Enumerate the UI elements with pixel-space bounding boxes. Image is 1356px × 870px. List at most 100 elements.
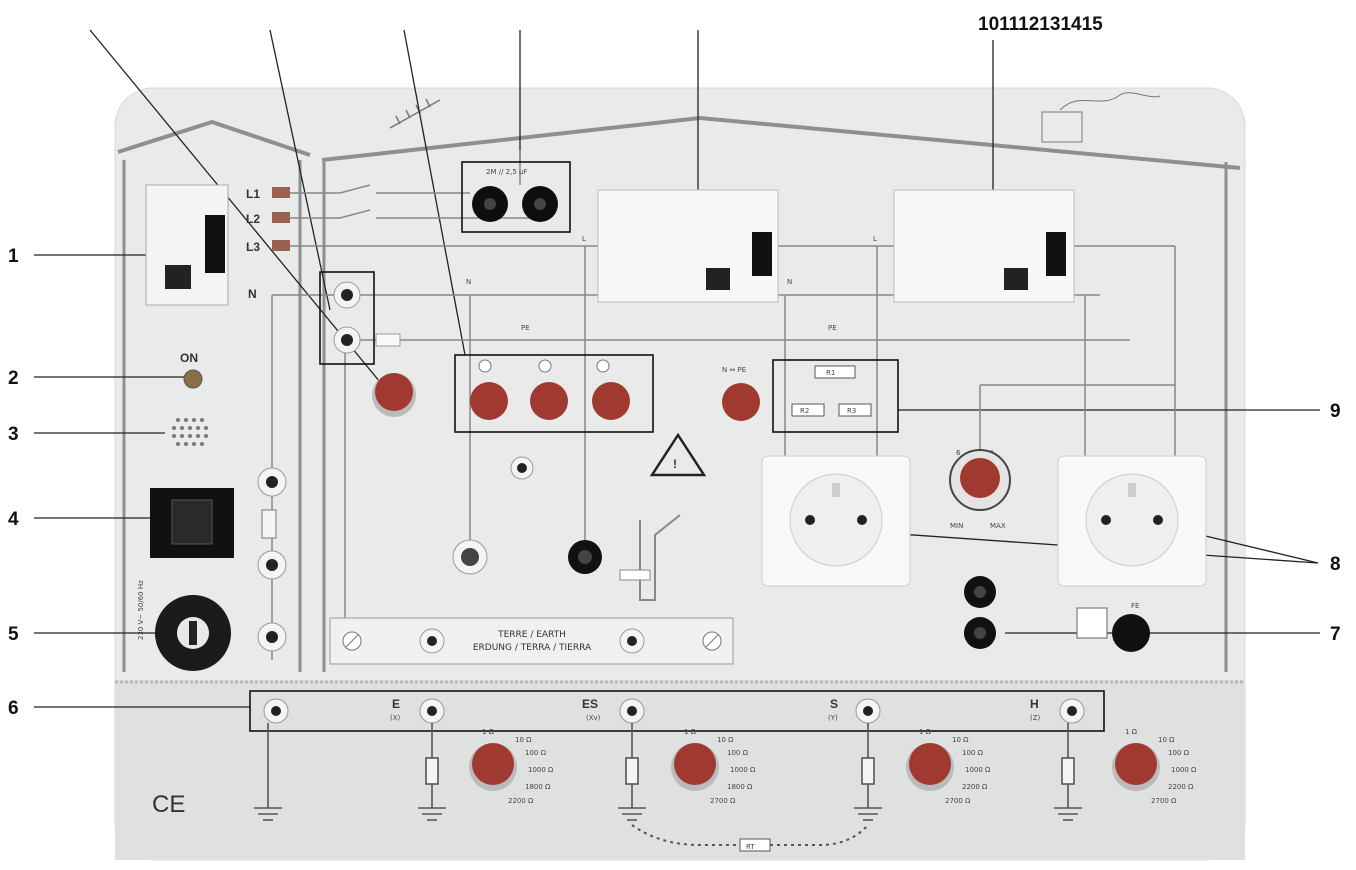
on-indicator-lamp bbox=[183, 369, 203, 389]
dial-1-v0: 1 Ω bbox=[482, 728, 495, 736]
neutral-label: N bbox=[248, 287, 257, 301]
dial-4-v3: 1000 Ω bbox=[1171, 766, 1197, 774]
rcd-2-switch[interactable] bbox=[1046, 232, 1066, 276]
rcd-1-test-button[interactable] bbox=[706, 268, 730, 290]
dial-2-knob[interactable] bbox=[674, 743, 716, 785]
main-breaker-test-button[interactable] bbox=[165, 265, 191, 289]
phase-plug-l3 bbox=[272, 240, 290, 251]
resistor-r1-label: R1 bbox=[826, 369, 835, 377]
pe-button-3[interactable] bbox=[592, 382, 630, 420]
terminal-box bbox=[249, 690, 1105, 732]
pe-button-2[interactable] bbox=[530, 382, 568, 420]
l-label-1: L bbox=[582, 235, 586, 243]
line-neutral-socket-box bbox=[319, 271, 375, 365]
resistor-r2-label: R2 bbox=[800, 407, 809, 415]
terminal-s-letter: S bbox=[830, 697, 838, 711]
dial-3-v5: 2700 Ω bbox=[945, 797, 971, 805]
callout-5: 5 bbox=[8, 624, 19, 645]
smoke-icon bbox=[1059, 92, 1161, 111]
dial-3-knob[interactable] bbox=[909, 743, 951, 785]
dial-3-v0: 1 Ω bbox=[919, 728, 932, 736]
on-label: ON bbox=[180, 351, 198, 365]
dial-1-v2: 100 Ω bbox=[525, 749, 547, 757]
loop-label: RT bbox=[746, 843, 755, 851]
key-icon bbox=[189, 621, 197, 645]
phase-label-l1: L1 bbox=[246, 187, 260, 201]
dial-4-v5: 2700 Ω bbox=[1151, 797, 1177, 805]
terminal-es-sub: (Xv) bbox=[586, 714, 601, 722]
rcd-2 bbox=[893, 189, 1075, 303]
callout-8: 8 bbox=[1330, 554, 1341, 575]
resistor-r3-label: R3 bbox=[847, 407, 856, 415]
power-inlet-pins bbox=[171, 499, 213, 545]
rcd-1-switch[interactable] bbox=[752, 232, 772, 276]
rcd-knob-max: MAX bbox=[990, 522, 1006, 530]
rcd-current-knob[interactable] bbox=[960, 458, 1000, 498]
warning-exclamation: ! bbox=[673, 457, 677, 471]
resistor-r3 bbox=[838, 403, 872, 417]
dial-4-v0: 1 Ω bbox=[1125, 728, 1138, 736]
terminal-h-letter: H bbox=[1030, 697, 1039, 711]
callout-7: 7 bbox=[1330, 624, 1341, 645]
chimney-icon bbox=[1041, 111, 1083, 143]
dial-4-v2: 100 Ω bbox=[1168, 749, 1190, 757]
ce-mark: CE bbox=[152, 791, 185, 818]
terminal-es-letter: ES bbox=[582, 697, 598, 711]
insulation-test-box bbox=[461, 161, 571, 233]
pipe-clamp bbox=[619, 569, 651, 581]
knob-1[interactable] bbox=[375, 373, 413, 411]
terminal-s: S (Y) bbox=[828, 697, 881, 724]
buzzer-grille-icon bbox=[172, 418, 208, 446]
dial-1-v3: 1000 Ω bbox=[528, 766, 554, 774]
pe-label-2: PE bbox=[828, 324, 837, 332]
callout-3: 3 bbox=[8, 424, 19, 445]
pe-button-1[interactable] bbox=[470, 382, 508, 420]
dial-1-knob[interactable] bbox=[472, 743, 514, 785]
n-label-2: N bbox=[787, 278, 792, 286]
earth-strip-line1: TERRE / EARTH bbox=[497, 630, 566, 640]
dial-1-v1: 10 Ω bbox=[515, 736, 532, 744]
dial-3-v3: 1000 Ω bbox=[965, 766, 991, 774]
dial-4-v4: 2200 Ω bbox=[1168, 783, 1194, 791]
phase-label-l2: L2 bbox=[246, 212, 260, 226]
dial-1: 1 Ω 10 Ω 100 Ω 1000 Ω 1800 Ω 2200 Ω bbox=[469, 728, 554, 805]
resistor-r1 bbox=[814, 365, 856, 379]
top-callout-label: 101112131415 bbox=[978, 14, 1103, 35]
dial-2: 1 Ω 10 Ω 100 Ω 1000 Ω 1800 Ω 2700 Ω bbox=[671, 728, 756, 805]
dial-4: 1 Ω 10 Ω 100 Ω 1000 Ω 2200 Ω 2700 Ω bbox=[1112, 728, 1197, 805]
n-label-1: N bbox=[466, 278, 471, 286]
n-pe-button[interactable] bbox=[722, 383, 760, 421]
dial-4-v1: 10 Ω bbox=[1158, 736, 1175, 744]
rcd-2-test-button[interactable] bbox=[1004, 268, 1028, 290]
terminal-e: E (X) bbox=[390, 697, 445, 724]
antenna-icon bbox=[389, 98, 441, 129]
dial-2-v2: 100 Ω bbox=[727, 749, 749, 757]
l-label-2: L bbox=[873, 235, 877, 243]
left-house-roof bbox=[117, 119, 311, 157]
callout-2: 2 bbox=[8, 368, 19, 389]
terminal-s-sub: (Y) bbox=[828, 714, 838, 722]
left-sockets bbox=[257, 467, 287, 652]
callout-9: 9 bbox=[1330, 401, 1341, 422]
fe-label: FE bbox=[1131, 602, 1139, 610]
big-house-roof bbox=[321, 115, 1241, 170]
dial-3-v1: 10 Ω bbox=[952, 736, 969, 744]
dial-3: 1 Ω 10 Ω 100 Ω 1000 Ω 2200 Ω 2700 Ω bbox=[906, 728, 991, 805]
resistor-box bbox=[772, 359, 899, 433]
phase-plug-l1 bbox=[272, 187, 290, 198]
callout-6: 6 bbox=[8, 698, 19, 719]
dial-1-v4: 1800 Ω bbox=[525, 783, 551, 791]
dial-2-v4: 1800 Ω bbox=[727, 783, 753, 791]
rcd-1 bbox=[597, 189, 779, 303]
main-breaker-switch[interactable] bbox=[205, 215, 225, 273]
resistor-r2 bbox=[791, 403, 825, 417]
fe-button[interactable] bbox=[1112, 614, 1150, 652]
rcd-knob-min: MIN bbox=[950, 522, 963, 530]
phase-label-l3: L3 bbox=[246, 240, 260, 254]
ground-symbols bbox=[254, 723, 1082, 821]
dial-4-knob[interactable] bbox=[1115, 743, 1157, 785]
side-rating-label: 230 V~ 50/60 Hz bbox=[137, 580, 145, 640]
fuse-holder[interactable] bbox=[261, 509, 277, 539]
